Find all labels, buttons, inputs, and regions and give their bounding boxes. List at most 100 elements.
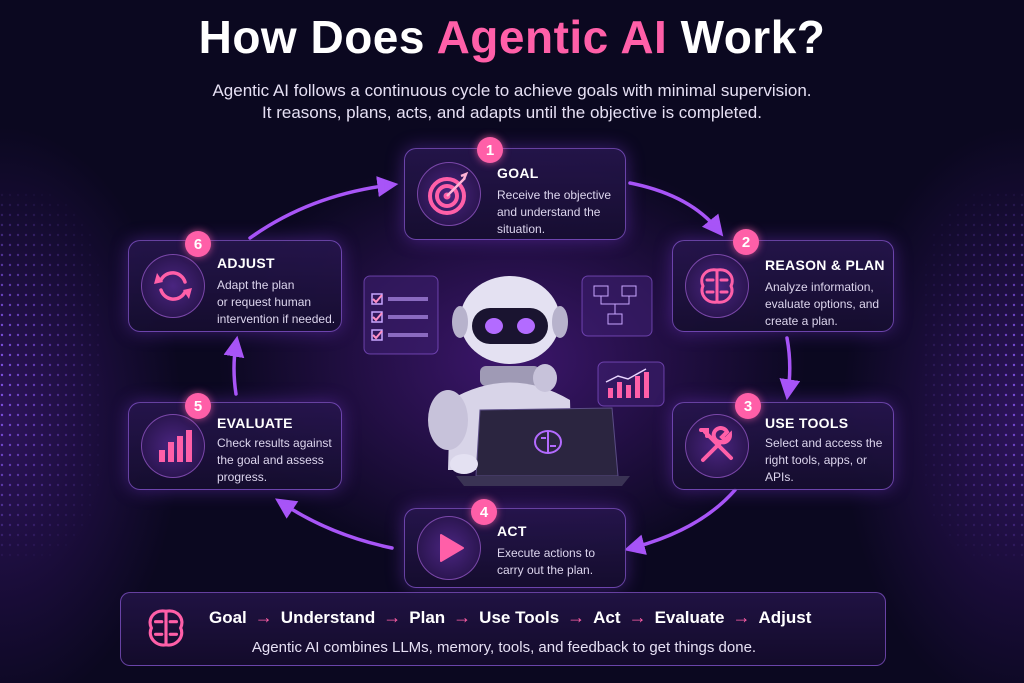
decorative-dot: [16, 243, 20, 247]
robot-head: [452, 276, 568, 364]
decorative-dot: [40, 373, 44, 377]
decorative-dot: [940, 433, 944, 437]
decorative-dot: [956, 253, 960, 257]
step-title: USE TOOLS: [765, 415, 849, 431]
decorative-dot: [1012, 413, 1016, 417]
decorative-dot: [1012, 423, 1016, 427]
decorative-dot: [32, 453, 36, 457]
decorative-dot: [48, 303, 52, 307]
decorative-dot: [96, 323, 100, 327]
decorative-dot: [32, 193, 36, 197]
decorative-dot: [56, 443, 60, 447]
decorative-dot: [40, 333, 44, 337]
decorative-dot: [948, 413, 952, 417]
decorative-dot: [956, 523, 960, 527]
decorative-dot: [72, 493, 76, 497]
decorative-dot: [980, 333, 984, 337]
decorative-dot: [932, 353, 936, 357]
decorative-dot: [1012, 443, 1016, 447]
decorative-dot: [932, 263, 936, 267]
decorative-dot: [56, 293, 60, 297]
decorative-dot: [1012, 193, 1016, 197]
decorative-dot: [972, 543, 976, 547]
decorative-dot: [956, 263, 960, 267]
decorative-dot: [980, 273, 984, 277]
decorative-dot: [932, 413, 936, 417]
decorative-dot: [32, 403, 36, 407]
decorative-dot: [72, 283, 76, 287]
decorative-dot: [80, 293, 84, 297]
decorative-dot: [48, 523, 52, 527]
decorative-dot: [32, 533, 36, 537]
decorative-dot: [0, 283, 4, 287]
decorative-dot: [32, 523, 36, 527]
decorative-dot: [8, 203, 12, 207]
decorative-dot: [988, 553, 992, 557]
decorative-dot: [996, 293, 1000, 297]
decorative-dot: [96, 313, 100, 317]
decorative-dot: [1004, 533, 1008, 537]
title-suffix: Work?: [680, 11, 826, 63]
decorative-dot: [1004, 393, 1008, 397]
step-card-use-tools: 3 USE TOOLS Select and access the right …: [672, 393, 894, 490]
decorative-dot: [1004, 223, 1008, 227]
decorative-dot: [40, 533, 44, 537]
decorative-dot: [40, 293, 44, 297]
decorative-dot: [72, 393, 76, 397]
decorative-dot: [56, 533, 60, 537]
step-card-reason-plan: 2 REASON & PLAN Analyze information, eva…: [672, 229, 894, 332]
decorative-dot: [32, 513, 36, 517]
decorative-dot: [996, 373, 1000, 377]
decorative-dot: [1012, 373, 1016, 377]
decorative-dot: [956, 333, 960, 337]
decorative-dot: [1004, 543, 1008, 547]
subtitle-line-1: Agentic AI follows a continuous cycle to…: [212, 81, 812, 100]
decorative-dot: [996, 503, 1000, 507]
decorative-dot: [932, 243, 936, 247]
decorative-dot: [988, 423, 992, 427]
decorative-dot: [964, 503, 968, 507]
decorative-dot: [88, 353, 92, 357]
decorative-dot: [996, 533, 1000, 537]
decorative-dot: [32, 283, 36, 287]
decorative-dot: [932, 313, 936, 317]
decorative-dot: [932, 513, 936, 517]
decorative-dot: [964, 373, 968, 377]
decorative-dot: [948, 463, 952, 467]
decorative-dot: [16, 523, 20, 527]
decorative-dot: [948, 243, 952, 247]
decorative-dot: [88, 513, 92, 517]
decorative-dot: [16, 483, 20, 487]
decorative-dot: [64, 423, 68, 427]
decorative-dot: [48, 393, 52, 397]
decorative-dot: [24, 193, 28, 197]
step-3-icon-circle: [685, 414, 749, 478]
step-number-badge: 3: [735, 393, 761, 419]
decorative-dot: [40, 433, 44, 437]
decorative-dot: [996, 413, 1000, 417]
decorative-dot: [972, 263, 976, 267]
decorative-dot: [48, 223, 52, 227]
decorative-dot: [980, 443, 984, 447]
desc-line: situation.: [497, 222, 546, 236]
decorative-dot: [56, 363, 60, 367]
decorative-dot: [80, 313, 84, 317]
decorative-dot: [932, 483, 936, 487]
decorative-dot: [0, 243, 4, 247]
decorative-dot: [996, 383, 1000, 387]
decorative-dot: [16, 553, 20, 557]
decorative-dot: [948, 343, 952, 347]
decorative-dot: [80, 373, 84, 377]
decorative-dot: [1004, 403, 1008, 407]
decorative-dot: [64, 453, 68, 457]
step-1-icon-circle: [417, 162, 481, 226]
decorative-dot: [980, 423, 984, 427]
decorative-dot: [48, 423, 52, 427]
decorative-dot: [964, 313, 968, 317]
decorative-dot: [956, 453, 960, 457]
subtitle-line-2: It reasons, plans, acts, and adapts unti…: [262, 103, 762, 122]
decorative-dot: [72, 473, 76, 477]
decorative-dot: [8, 223, 12, 227]
decorative-dot: [40, 353, 44, 357]
